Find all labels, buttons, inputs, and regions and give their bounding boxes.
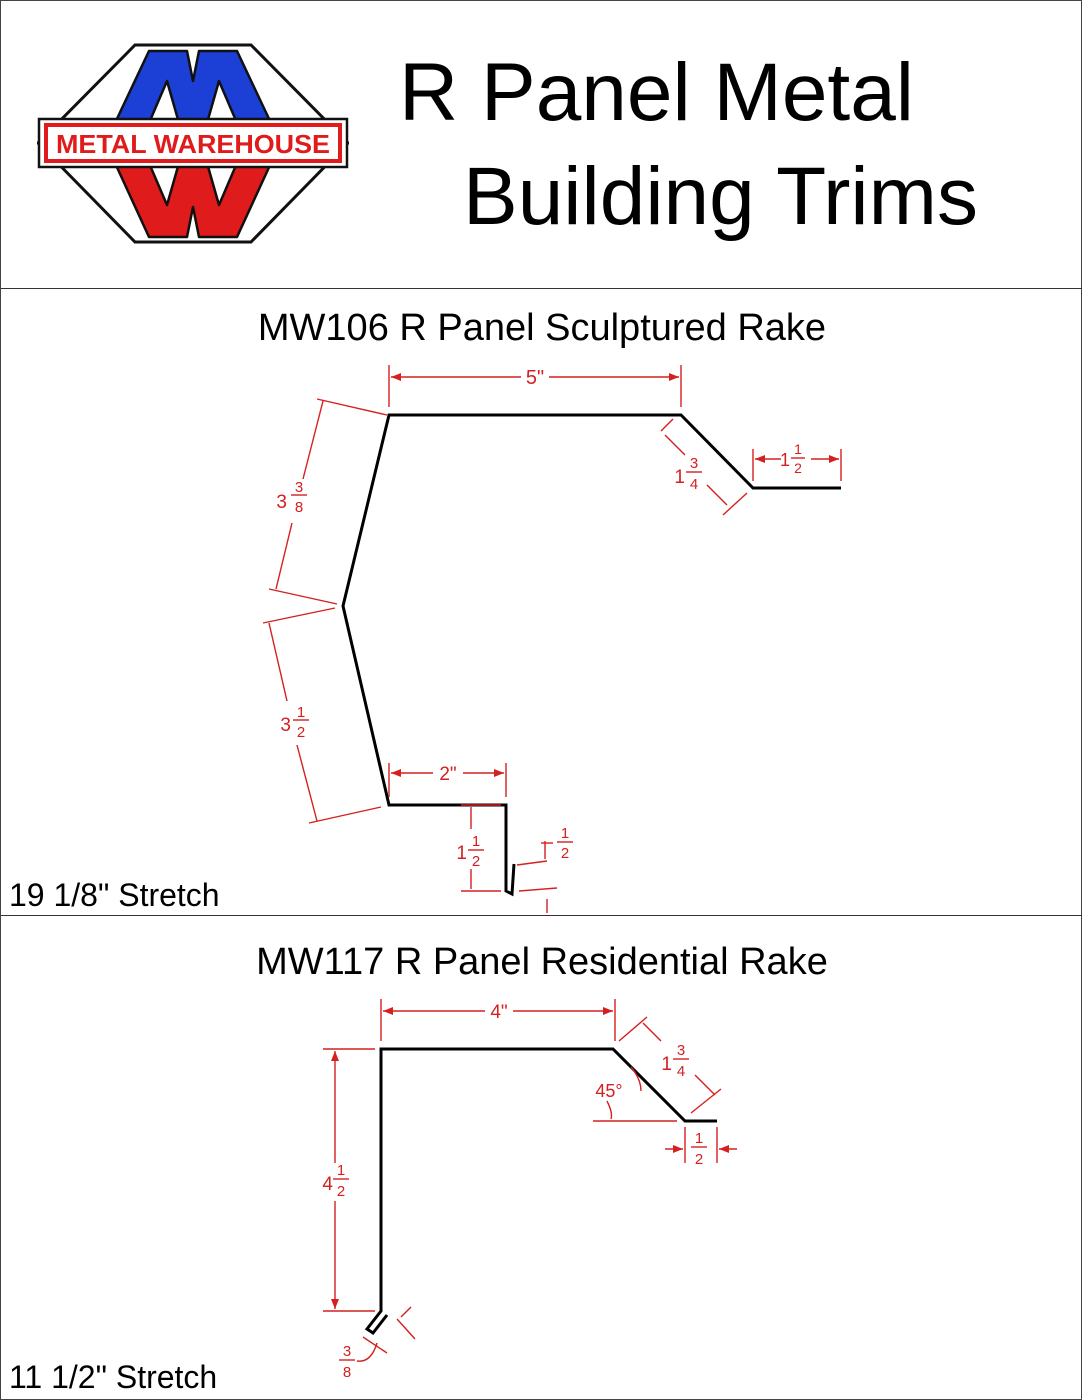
dim-right-flat: 1 1 2 [752,441,842,481]
logo-text: METAL WAREHOUSE [56,129,330,159]
svg-text:2: 2 [561,845,569,862]
mw106-profile-outline [341,413,841,897]
svg-text:2: 2 [472,853,480,870]
mw117-profile-outline [364,1047,717,1336]
svg-text:1: 1 [472,833,480,850]
dim-vertical: 4 1 2 [322,1048,375,1312]
section-title-mw117: MW117 R Panel Residential Rake [256,941,828,983]
svg-text:1: 1 [561,825,569,842]
svg-text:1: 1 [297,704,305,721]
svg-text:2: 2 [794,460,802,476]
dim-slope: 1 3 4 [618,1016,722,1114]
svg-text:1: 1 [674,467,685,488]
dim-hem-38: 3 8 [339,1306,416,1381]
stretch-mw106: 19 1/8" Stretch [9,877,220,913]
dim-bottom-2: 2" [388,763,507,797]
svg-text:2: 2 [695,1151,703,1168]
svg-text:2: 2 [337,1183,345,1200]
title-line-2: Building Trims [463,151,978,242]
title-line-1: R Panel Metal [399,47,915,138]
stretch-mw117: 11 1/2" Stretch [9,1359,218,1395]
svg-text:1: 1 [456,843,467,864]
dim-upper-slope: 3 3 8 [268,398,388,605]
dim-top-5: 5" [388,365,682,407]
svg-text:3: 3 [276,492,287,513]
svg-text:3: 3 [343,1343,351,1360]
svg-text:1: 1 [695,1130,703,1147]
dim-flat: 1 2 [665,1127,737,1168]
dim-lower-slope: 3 1 2 [262,607,382,824]
svg-text:1: 1 [794,441,802,457]
dim-right-slope: 1 3 4 [660,418,748,516]
section-divider [1,915,1082,916]
svg-text:3: 3 [280,715,291,736]
svg-text:1: 1 [661,1054,672,1075]
svg-text:8: 8 [343,1364,351,1381]
svg-text:45°: 45° [595,1081,622,1101]
svg-text:2: 2 [297,724,305,741]
dim-top-4: 4" [380,999,616,1041]
svg-text:4: 4 [677,1063,685,1080]
svg-text:4: 4 [322,1174,333,1195]
dim-hem: 1 2 [516,825,573,913]
svg-text:3: 3 [690,455,698,472]
dim-drop: 1 1 2 [456,804,501,892]
page-title: R Panel Metal Building Trims [381,41,1061,249]
svg-text:5": 5" [526,367,544,389]
dim-angle: 45° [593,1066,677,1122]
svg-text:3: 3 [295,479,303,496]
svg-text:4: 4 [690,476,698,493]
svg-text:4": 4" [490,1002,507,1023]
svg-text:2": 2" [439,764,456,785]
svg-text:1: 1 [780,450,790,470]
section-title-mw106: MW106 R Panel Sculptured Rake [257,307,827,349]
mw106-profile-drawing: 5" 3 3 8 3 1 2 [262,365,842,913]
metal-warehouse-logo: METAL WAREHOUSE [37,43,349,244]
svg-text:8: 8 [295,499,303,516]
header-divider [1,288,1082,289]
svg-text:3: 3 [677,1042,685,1059]
svg-text:1: 1 [337,1162,345,1179]
